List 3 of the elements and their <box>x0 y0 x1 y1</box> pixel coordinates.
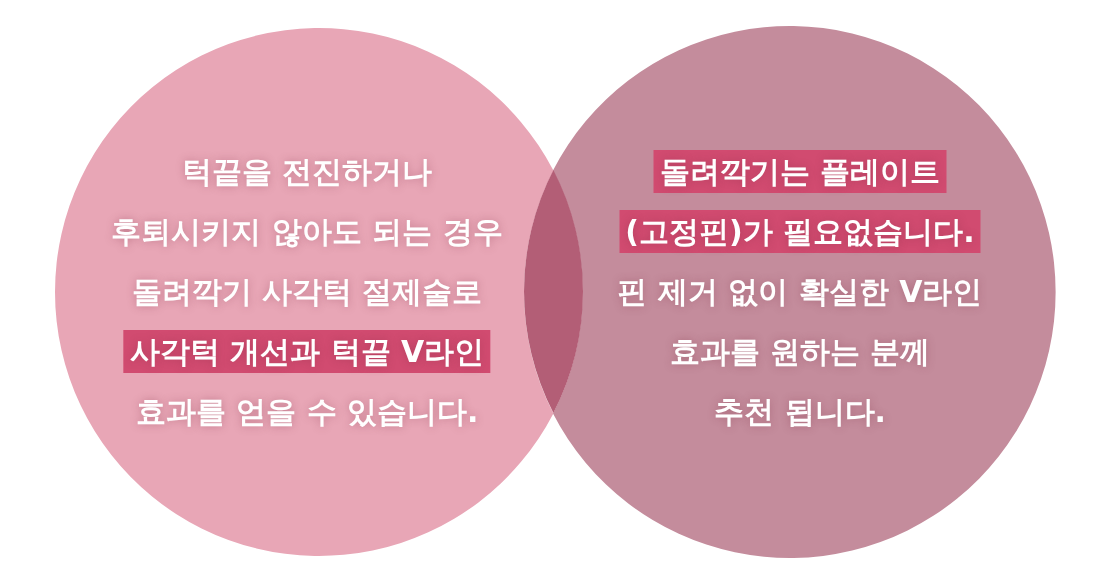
description-text: 돌려깍기는 플레이트 (고정핀)가 필요없습니다. 핀 제거 없이 확실한 V라인 효과를 원하는 분께 추천 됩니다. <box>617 142 983 442</box>
overlap-region <box>524 170 583 414</box>
description-text: 턱끝을 전진하거나 후퇴시키지 않아도 되는 경우 돌려깍기 사각턱 절제술로 사각턱 개선과 턱끝 V라인 효과를 얻을 수 있습니다. <box>111 153 503 431</box>
